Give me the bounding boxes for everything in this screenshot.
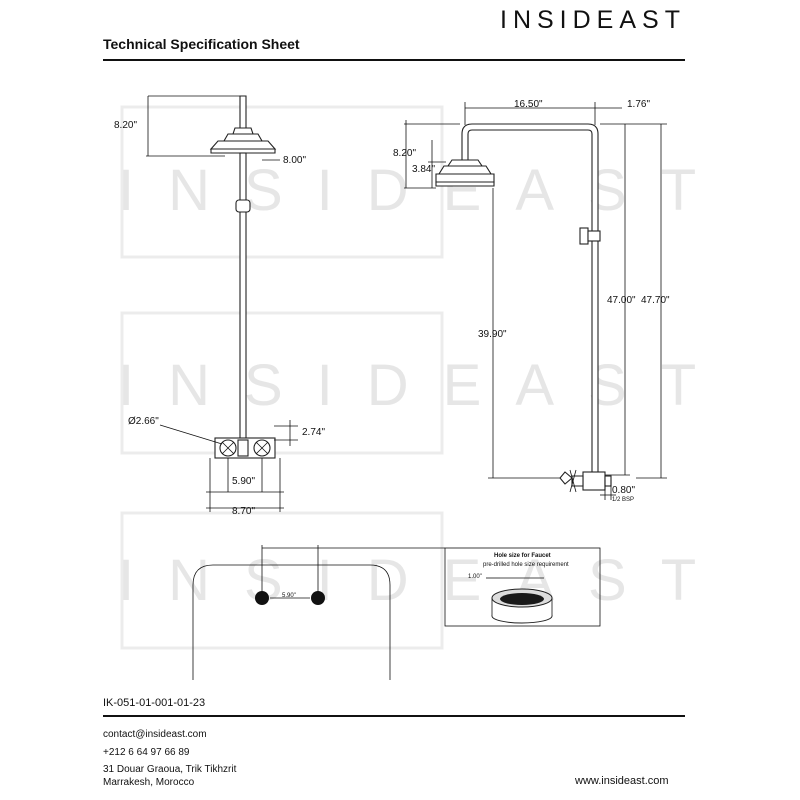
contact-email[interactable]: contact@insideast.com [103, 729, 207, 740]
footer-divider [103, 715, 685, 717]
hole-title: Hole size for Faucet [494, 553, 551, 559]
brand-logo: INSIDEAST [500, 6, 686, 34]
header-divider [103, 59, 685, 61]
watermark-text-1: INSIDEAST [118, 158, 730, 223]
dim-front-head: 8.00" [283, 155, 306, 166]
dim-front-height: 8.20" [114, 120, 137, 131]
website-link[interactable]: www.insideast.com [575, 775, 669, 787]
watermark-text-3: INSIDEAST [118, 548, 730, 613]
dim-front-width: 8.70" [232, 506, 255, 517]
hole-left [255, 591, 269, 605]
dim-side-head-to-valve: 39.90" [478, 329, 507, 340]
address-line-1: 31 Douar Graoua, Trik Tikhzrit [103, 764, 237, 775]
dim-side-arm: 16.50" [514, 99, 543, 110]
install-view: 5.90" Hole size for Faucet pre-drilled h… [192, 545, 601, 680]
watermark-text-2: INSIDEAST [118, 353, 730, 418]
hole-subtitle: pre-drilled hole size requirement [483, 562, 569, 568]
dim-side-inlet-sub: 1/2 BSP [612, 497, 634, 503]
dim-front-centers: 5.90" [232, 476, 255, 487]
front-view: 8.20" 8.00" Ø2.66" 2.74" 5.90" 8.70" [114, 95, 325, 517]
dim-front-depth: 2.74" [302, 427, 325, 438]
contact-phone[interactable]: +212 6 64 97 66 89 [103, 747, 190, 758]
side-view: 16.50" 1.76" 8.20" 3.84" 39.90" 47.00" [393, 99, 670, 503]
hole-right [311, 591, 325, 605]
dim-install-spacing: 5.90" [282, 593, 296, 599]
dim-side-inlet: 0.80" [612, 485, 635, 496]
dim-side-total: 47.70" [641, 295, 670, 306]
technical-drawing: INSIDEAST INSIDEAST INSIDEAST 8.20" 8.00… [114, 95, 730, 680]
dim-front-diameter: Ø2.66" [128, 416, 159, 427]
dim-side-head: 3.84" [412, 164, 435, 175]
page-title: Technical Specification Sheet [103, 36, 300, 52]
dim-side-drop: 8.20" [393, 148, 416, 159]
hole-dim: 1.00" [468, 574, 482, 580]
dim-side-riser: 47.00" [607, 295, 636, 306]
product-code: IK-051-01-001-01-23 [103, 697, 206, 709]
address-line-2: Marrakesh, Morocco [103, 777, 195, 788]
dim-side-offset: 1.76" [627, 99, 650, 110]
